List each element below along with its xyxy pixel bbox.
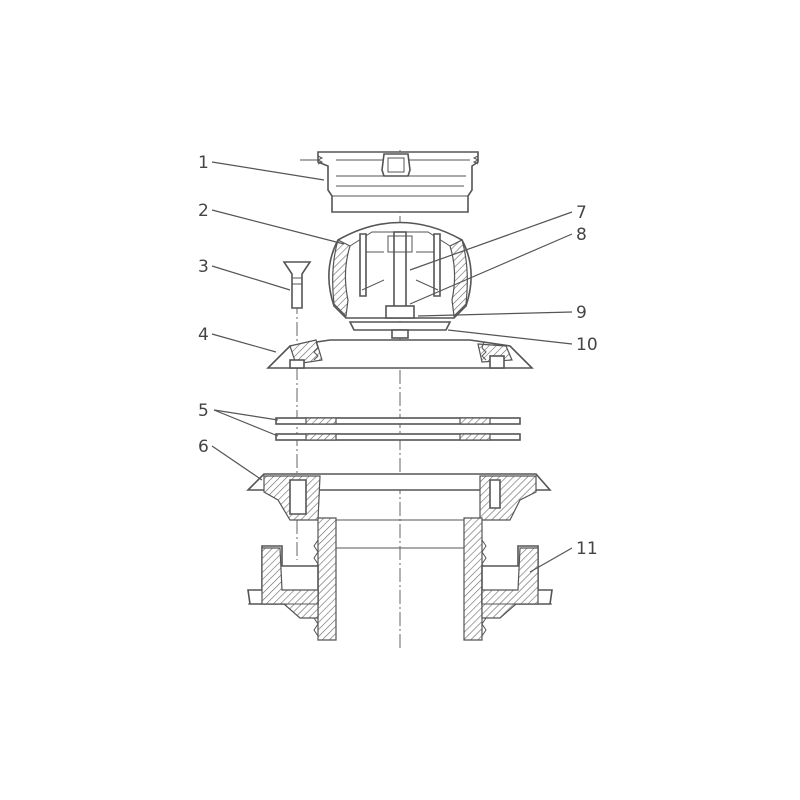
- callout-10: 10: [576, 335, 598, 355]
- callout-6: 6: [198, 437, 209, 457]
- part-5-gaskets: [275, 417, 521, 441]
- part-3-screw: [282, 261, 312, 309]
- callout-3: 3: [198, 257, 209, 277]
- part-9-nut-and-part-10-washer: [348, 305, 452, 339]
- part-2-dome-housing: [328, 221, 472, 319]
- part-6-main-body: [246, 473, 552, 641]
- callout-5: 5: [198, 401, 209, 421]
- part-4-flange-ring: [266, 339, 534, 369]
- callout-8: 8: [576, 225, 587, 245]
- callout-7: 7: [576, 203, 587, 223]
- callout-1: 1: [198, 153, 209, 173]
- callout-11: 11: [576, 539, 598, 559]
- part-11-bottom-nut: [247, 545, 553, 619]
- callout-2: 2: [198, 201, 209, 221]
- callout-9: 9: [576, 303, 587, 323]
- leader-lines: [211, 161, 573, 573]
- part-1-threaded-cap: [300, 151, 480, 213]
- callout-4: 4: [198, 325, 209, 345]
